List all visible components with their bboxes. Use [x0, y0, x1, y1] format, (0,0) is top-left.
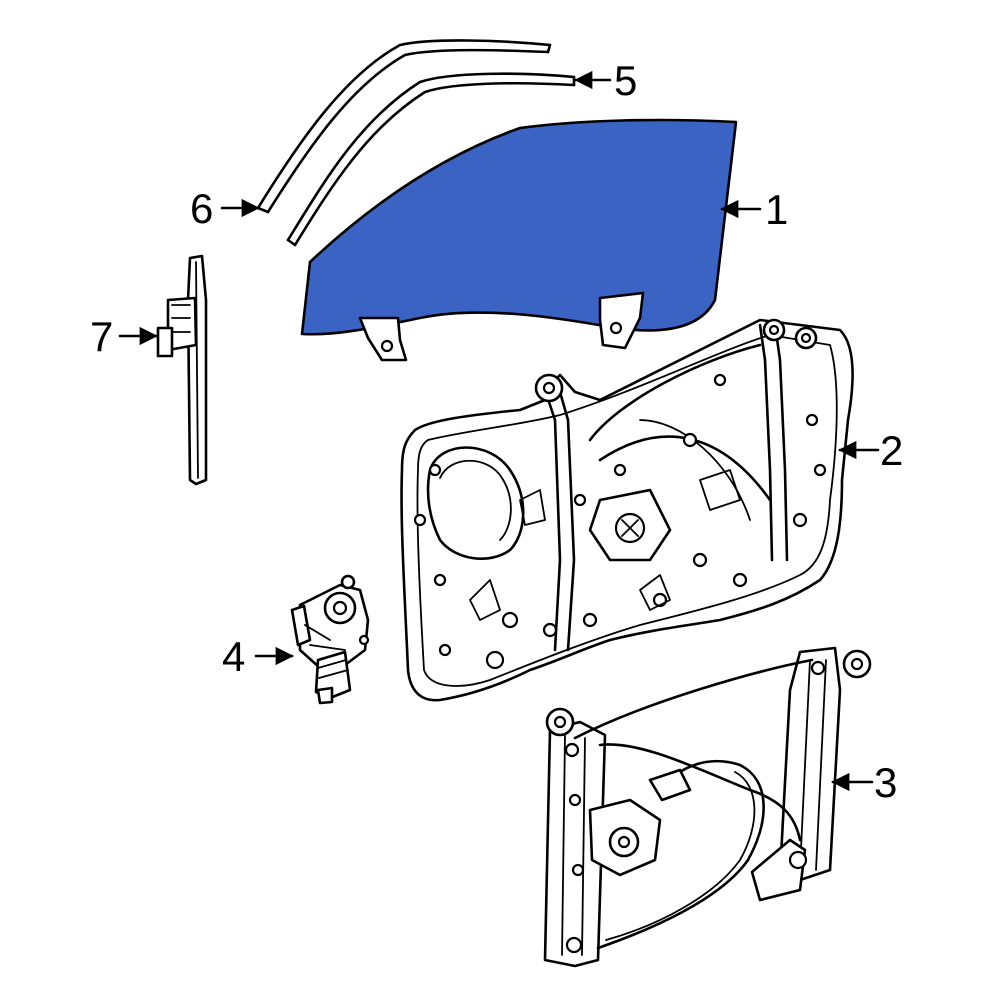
part-3-window-regulator[interactable] [543, 646, 872, 968]
callout-label-3: 3 [874, 759, 897, 806]
callout-7: 7 [90, 313, 158, 360]
part-7-division-channel[interactable] [156, 254, 208, 486]
glass-panel [300, 118, 738, 336]
callout-label-2: 2 [880, 427, 903, 474]
part-1-door-glass[interactable] [300, 118, 738, 362]
part-5-run-channel[interactable] [286, 72, 576, 247]
callout-6: 6 [190, 185, 260, 232]
callout-label-7: 7 [90, 313, 113, 360]
callout-1: 1 [720, 186, 788, 233]
callout-label-1: 1 [765, 186, 788, 233]
callout-label-5: 5 [614, 57, 637, 104]
callout-label-4: 4 [222, 633, 245, 680]
callout-3: 3 [831, 759, 897, 806]
callout-4: 4 [222, 633, 294, 680]
glass-bracket-right [598, 291, 645, 350]
glass-bracket-left [358, 316, 408, 362]
callout-5: 5 [574, 57, 637, 104]
part-2-carrier-panel[interactable] [400, 318, 854, 702]
callout-label-6: 6 [190, 185, 213, 232]
callout-2: 2 [838, 427, 903, 474]
part-4-regulator-motor[interactable] [290, 574, 370, 705]
